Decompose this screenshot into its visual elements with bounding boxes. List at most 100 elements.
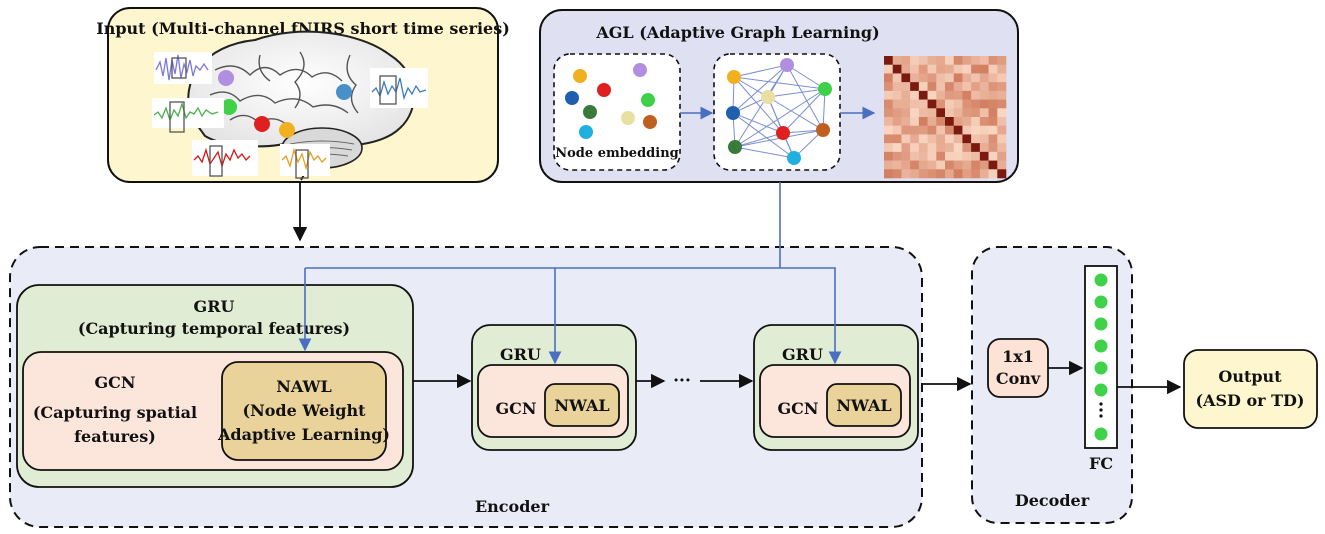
matrix-cell [979,169,989,179]
matrix-cell [910,117,920,127]
gru-title-3: GRU [782,345,823,364]
matrix-cell [953,73,963,83]
matrix-cell [945,134,955,144]
gcn-title-1: GCN [94,373,135,392]
matrix-cell [918,108,928,118]
matrix-cell [892,90,902,100]
matrix-cell [927,108,937,118]
matrix-cell [962,108,972,118]
matrix-cell [945,117,955,127]
matrix-cell [979,160,989,170]
fc-node [1094,383,1108,397]
decoder-label: Decoder [1015,491,1090,510]
matrix-cell [892,160,902,170]
matrix-cell [910,64,920,74]
conv-line2: Conv [996,369,1041,388]
gru-subtitle-1: (Capturing temporal features) [78,319,350,338]
matrix-cell [918,56,928,66]
matrix-cell [927,169,937,179]
matrix-cell [979,143,989,153]
fc-label: FC [1089,454,1113,473]
matrix-cell [979,56,989,66]
matrix-cell [979,64,989,74]
matrix-cell [971,143,981,153]
matrix-cell [892,64,902,74]
matrix-cell [918,82,928,92]
encoder-block-2: GRU GCN NWAL [471,324,637,451]
fc-layer [1084,265,1118,449]
matrix-cell [962,160,972,170]
matrix-cell [927,73,937,83]
matrix-cell [971,90,981,100]
matrix-cell [884,90,894,100]
matrix-cell [962,143,972,153]
matrix-cell [936,160,946,170]
matrix-cell [927,90,937,100]
matrix-cell [936,117,946,127]
gru-title-1: GRU [194,297,235,316]
agl-title: AGL (Adaptive Graph Learning) [595,23,879,42]
matrix-cell [901,117,911,127]
matrix-cell [884,151,894,161]
matrix-cell [936,56,946,66]
matrix-cell [918,117,928,127]
matrix-cell [918,143,928,153]
matrix-cell [971,108,981,118]
matrix-cell [971,134,981,144]
matrix-cell [910,73,920,83]
fc-node [1094,427,1108,441]
matrix-cell [901,73,911,83]
matrix-cell [884,117,894,127]
matrix-cell [979,134,989,144]
matrix-cell [971,64,981,74]
matrix-cell [884,125,894,135]
matrix-cell [988,160,998,170]
fc-node [1094,361,1108,375]
matrix-cell [927,117,937,127]
matrix-cell [945,90,955,100]
input-title: Input (Multi-channel fNIRS short time se… [96,19,510,38]
matrix-cell [918,99,928,109]
matrix-cell [936,108,946,118]
node-embedding-label: Node embedding [555,146,679,161]
matrix-cell [901,169,911,179]
encoder-panel: Encoder GRU (Capturing temporal features… [9,246,923,528]
matrix-cell [979,99,989,109]
matrix-cell [997,99,1007,109]
matrix-cell [918,151,928,161]
matrix-cell [997,108,1007,118]
matrix-cell [962,169,972,179]
matrix-cell [979,117,989,127]
matrix-cell [901,99,911,109]
matrix-cell [997,82,1007,92]
matrix-cell [997,90,1007,100]
matrix-cell [910,151,920,161]
nawl-sub1: (Node Weight [243,401,367,420]
matrix-cell [927,82,937,92]
matrix-cell [927,56,937,66]
nawl-sub2: Adaptive Learning) [217,425,390,444]
graph-box [713,53,841,171]
fc-node [1094,339,1108,353]
matrix-cell [892,99,902,109]
matrix-cell [927,125,937,135]
fc-ellipsis-dot [1099,408,1103,412]
matrix-cell [945,56,955,66]
matrix-cell [936,125,946,135]
matrix-cell [997,73,1007,83]
matrix-cell [892,82,902,92]
matrix-cell [884,73,894,83]
matrix-cell [988,151,998,161]
matrix-cell [962,90,972,100]
output-box: Output (ASD or TD) [1183,349,1318,429]
matrix-cell [910,90,920,100]
matrix-cell [997,160,1007,170]
encoder-block-3: GRU GCN NWAL [753,324,919,451]
matrix-cell [884,82,894,92]
matrix-cell [945,151,955,161]
matrix-cell [953,56,963,66]
matrix-cell [884,99,894,109]
matrix-cell [953,64,963,74]
matrix-cell [901,64,911,74]
